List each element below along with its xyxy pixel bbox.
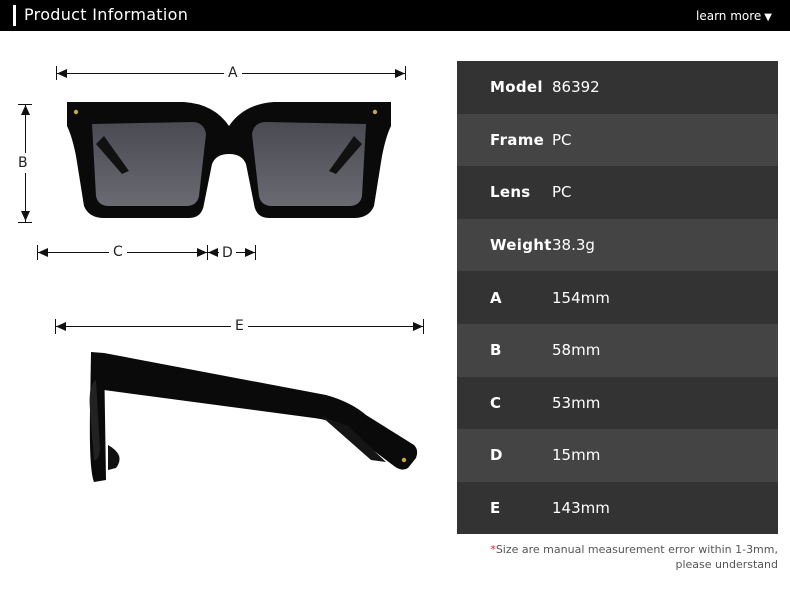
spec-value: 53mm bbox=[552, 393, 601, 412]
learn-more-label: learn more bbox=[696, 9, 762, 23]
dimension-c-label: C bbox=[109, 244, 127, 260]
specs-table: Model 86392 Frame PC Lens PC Weight 38.3… bbox=[457, 61, 778, 535]
asterisk: * bbox=[490, 543, 496, 556]
spec-key: D bbox=[490, 446, 503, 465]
dimension-e-label: E bbox=[231, 318, 248, 334]
dimension-d-label: D bbox=[219, 245, 236, 261]
spec-value: 15mm bbox=[552, 446, 601, 465]
spec-row-d: D 15mm bbox=[457, 429, 778, 482]
sunglasses-front-image bbox=[67, 102, 391, 218]
spec-row-lens: Lens PC bbox=[457, 166, 778, 219]
spec-row-a: A 154mm bbox=[457, 271, 778, 324]
spec-row-frame: Frame PC bbox=[457, 113, 778, 167]
spec-key: Frame bbox=[490, 130, 545, 149]
spec-row-c: C 53mm bbox=[457, 376, 778, 430]
spec-row-weight: Weight 38.3g bbox=[457, 218, 778, 272]
spec-key: A bbox=[490, 288, 502, 307]
note-line-2: please understand bbox=[675, 558, 779, 571]
spec-key: Weight bbox=[490, 236, 552, 255]
sunglasses-side-image bbox=[89, 352, 418, 482]
spec-key: Model bbox=[490, 78, 543, 97]
spec-row-b: B 58mm bbox=[457, 323, 778, 377]
triangle-down-icon: ▼ bbox=[764, 12, 772, 23]
page-title: Product Information bbox=[24, 5, 189, 24]
dimension-b-label: B bbox=[16, 153, 30, 173]
spec-value: 86392 bbox=[552, 78, 600, 97]
spec-value: 38.3g bbox=[552, 236, 595, 255]
spec-value: 143mm bbox=[552, 499, 610, 518]
spec-value: PC bbox=[552, 183, 572, 202]
spec-key: B bbox=[490, 341, 502, 360]
spec-key: C bbox=[490, 393, 502, 412]
spec-key: E bbox=[490, 499, 501, 518]
spec-value: 154mm bbox=[552, 288, 610, 307]
learn-more-link[interactable]: learn more▼ bbox=[696, 9, 772, 23]
dimension-a-label: A bbox=[224, 65, 242, 81]
spec-value: PC bbox=[552, 130, 572, 149]
spec-value: 58mm bbox=[552, 341, 601, 360]
spec-row-model: Model 86392 bbox=[457, 61, 778, 114]
header-bar: Product Information learn more▼ bbox=[0, 0, 790, 31]
note-line-1: Size are manual measurement error within… bbox=[495, 543, 778, 556]
title-accent-bar bbox=[13, 5, 16, 26]
spec-key: Lens bbox=[490, 183, 531, 202]
measurement-note: *Size are manual measurement error withi… bbox=[490, 542, 778, 572]
spec-row-e: E 143mm bbox=[457, 481, 778, 535]
